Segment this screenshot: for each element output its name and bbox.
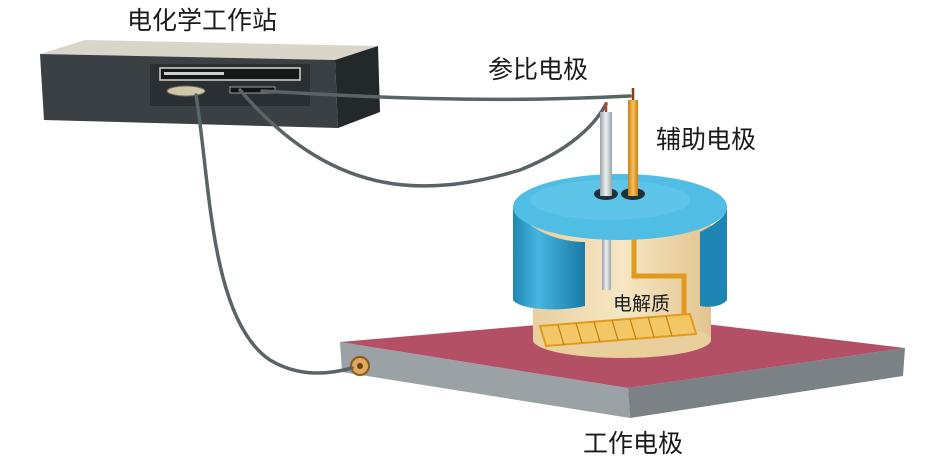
workstation-right-face xyxy=(335,46,380,128)
wire-to-counter-electrode xyxy=(260,89,632,102)
label-working-electrode: 工作电极 xyxy=(583,429,684,458)
working-electrode-mesh xyxy=(538,312,698,348)
reference-electrode-rod xyxy=(600,112,612,196)
cell-cap-left-wall xyxy=(513,207,585,310)
workstation-display-detail xyxy=(164,72,224,75)
platform-side-left xyxy=(340,342,630,418)
electrode-rods xyxy=(600,88,638,196)
label-counter-electrode: 辅助电极 xyxy=(656,125,757,154)
wire-to-working-electrode xyxy=(194,93,354,375)
label-workstation: 电化学工作站 xyxy=(127,6,278,35)
wires xyxy=(194,88,632,375)
cell-cap-right-wall xyxy=(700,207,727,307)
platform-side-right xyxy=(628,348,905,418)
workstation-display-slot xyxy=(159,67,301,81)
workstation-top-face xyxy=(40,40,378,60)
label-electrolyte: 电解质 xyxy=(613,293,671,315)
electrochemical-cell xyxy=(513,174,727,358)
cell-cap-top-highlight xyxy=(530,180,690,220)
reference-electrode-inner xyxy=(602,230,611,290)
workstation-connector-port xyxy=(166,85,206,97)
label-reference-electrode: 参比电极 xyxy=(488,55,589,84)
working-electrode-mesh-lines xyxy=(557,315,673,346)
platform-terminal-center xyxy=(357,363,363,369)
counter-electrode-rod xyxy=(628,100,638,196)
workstation xyxy=(40,40,380,128)
wire-to-reference-electrode xyxy=(238,88,608,188)
